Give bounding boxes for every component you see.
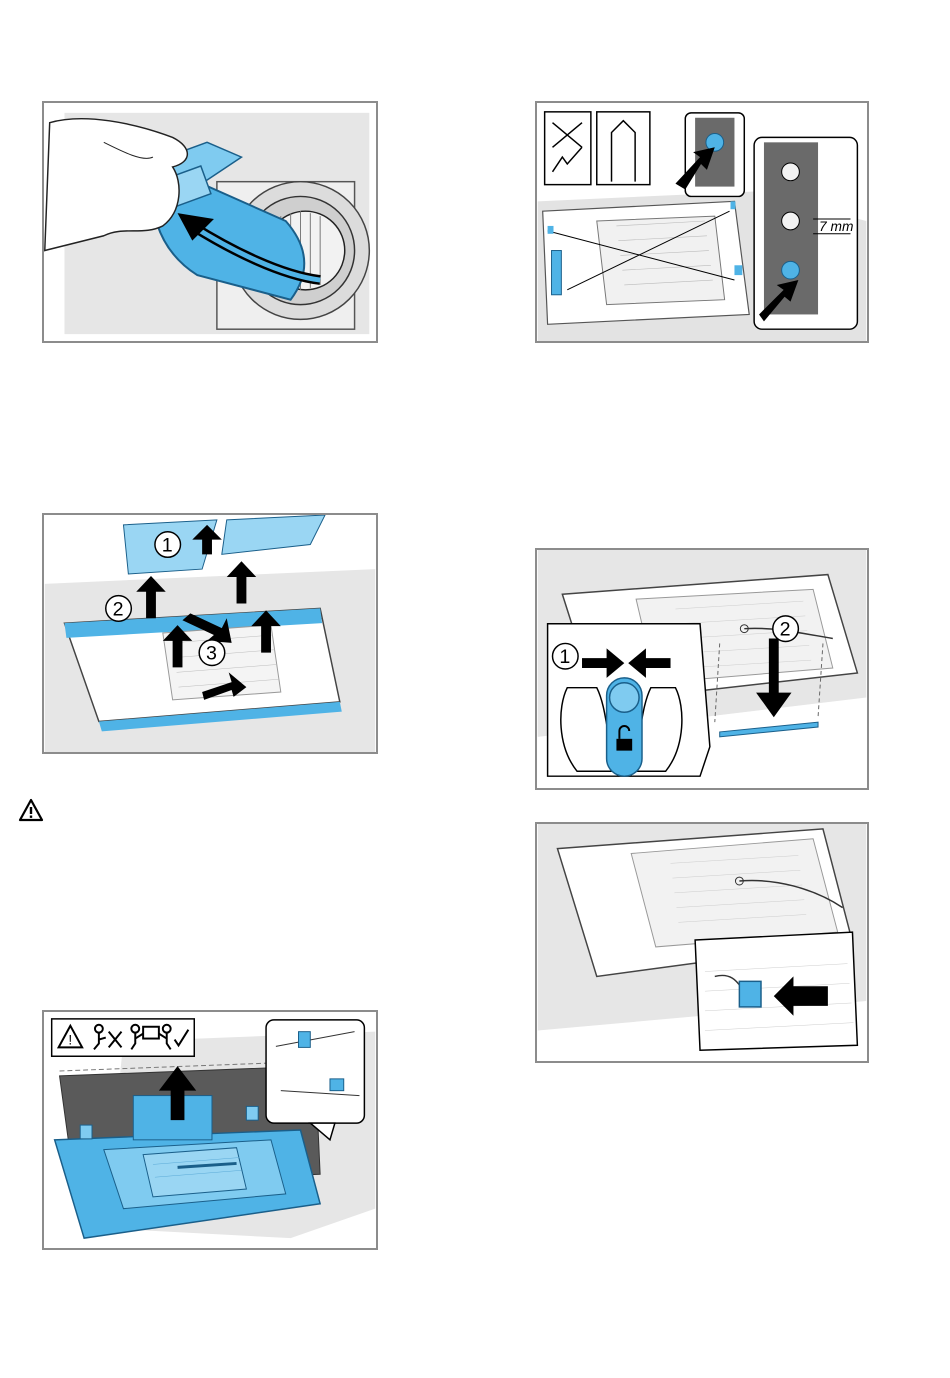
lift-filter-illustration: 1 2 3 [44, 515, 376, 752]
pull-cylinder-illustration [44, 103, 376, 341]
warning-triangle-icon [18, 798, 44, 822]
step-1-label: 1 [559, 646, 570, 668]
step-1-label: 1 [162, 534, 173, 556]
connector-illustration [537, 824, 867, 1061]
figure-unlock-bar: 2 1 [535, 548, 869, 790]
figure-pull-cylinder [42, 101, 378, 343]
figure-screw-plate: 7 mm [535, 101, 869, 343]
lift-panel-illustration: ! [44, 1012, 376, 1248]
figure-lift-filter: 1 2 3 [42, 513, 378, 754]
step-2-label: 2 [780, 619, 791, 641]
unlock-bar-illustration: 2 1 [537, 550, 867, 788]
hex-key-icon [597, 112, 650, 185]
measurement-label: 7 mm [819, 219, 853, 234]
screw-plate-illustration: 7 mm [537, 103, 867, 341]
unlock-icon [616, 739, 632, 751]
figure-lift-panel: ! [42, 1010, 378, 1250]
figure-connector [535, 822, 869, 1063]
step-2-label: 2 [113, 598, 124, 620]
no-power-drill-icon [545, 112, 591, 185]
step-3-label: 3 [206, 643, 217, 665]
svg-text:!: ! [68, 1032, 72, 1047]
